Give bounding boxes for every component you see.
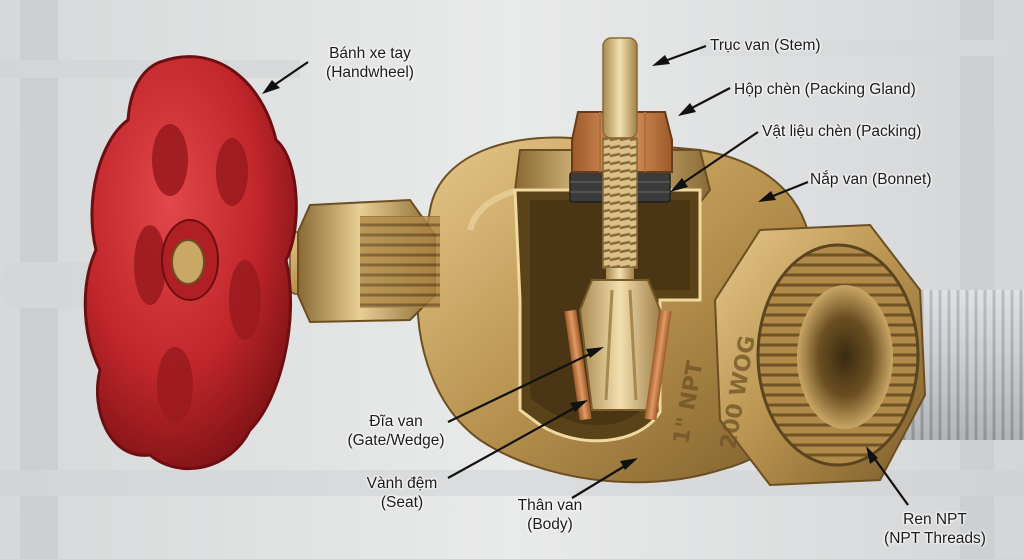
label-threads-en: (NPT Threads) — [884, 530, 986, 547]
label-stem: Trục van (Stem) — [710, 36, 821, 55]
label-packing-gland-text: Hộp chèn (Packing Gland) — [734, 81, 916, 98]
label-body-vi: Thân van — [517, 497, 583, 514]
label-bonnet: Nắp van (Bonnet) — [810, 170, 932, 189]
label-body: Thân van (Body) — [500, 496, 600, 534]
label-handwheel-vi: Bánh xe tay — [329, 45, 411, 62]
label-threads-vi: Ren NPT — [903, 511, 967, 528]
gate-wedge — [578, 279, 662, 411]
label-handwheel: Bánh xe tay (Handwheel) — [306, 44, 434, 82]
label-packing-gland: Hộp chèn (Packing Gland) — [734, 80, 916, 99]
label-seat-vi: Vành đệm — [366, 475, 438, 492]
label-body-en: (Body) — [527, 516, 573, 533]
label-gate-vi: Đĩa van — [369, 413, 423, 430]
leader-arrows — [262, 44, 909, 506]
valve-seats — [564, 309, 672, 421]
label-seat-en: (Seat) — [380, 494, 424, 511]
label-handwheel-en: (Handwheel) — [326, 64, 414, 81]
label-gate: Đĩa van (Gate/Wedge) — [326, 412, 466, 450]
label-gate-en: (Gate/Wedge) — [347, 432, 445, 449]
label-bonnet-text: Nắp van (Bonnet) — [810, 171, 932, 188]
label-packing: Vật liệu chèn (Packing) — [762, 122, 921, 141]
valve-stem — [602, 37, 638, 296]
valve-end-fitting — [713, 223, 927, 487]
stem-extension — [289, 198, 440, 324]
label-threads: Ren NPT (NPT Threads) — [870, 510, 1000, 548]
handwheel — [83, 55, 298, 471]
label-stem-text: Trục van (Stem) — [710, 37, 821, 54]
label-packing-text: Vật liệu chèn (Packing) — [762, 123, 922, 140]
label-seat: Vành đệm (Seat) — [352, 474, 452, 512]
